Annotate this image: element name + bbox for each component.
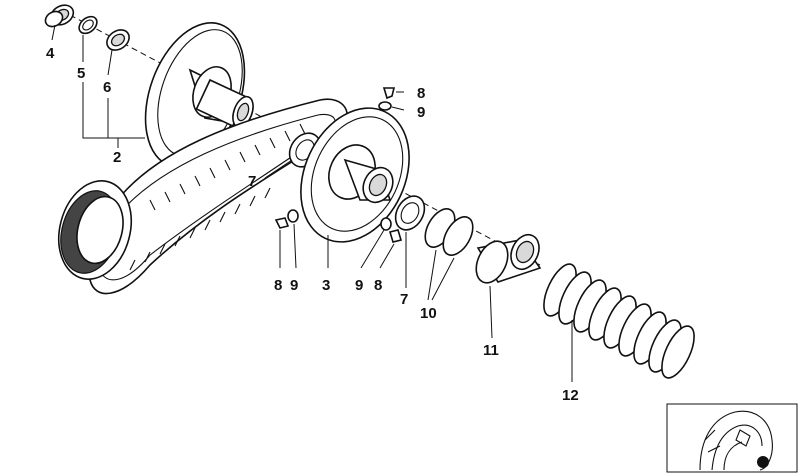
part-8-pin-upper	[382, 87, 396, 100]
callout-9-upper: 9	[417, 104, 425, 121]
callout-5: 5	[77, 65, 85, 82]
location-marker-icon	[757, 456, 769, 468]
callout-10: 10	[420, 305, 437, 322]
part-11-sleeve	[475, 233, 542, 284]
callout-7-upper: 7	[248, 173, 256, 190]
part-8-pin-lower	[388, 229, 403, 243]
locator-inset	[666, 403, 798, 473]
callout-12: 12	[562, 387, 579, 404]
part-6-bearing	[106, 29, 130, 51]
callout-8-lower: 8	[374, 277, 382, 294]
part-12-spring	[543, 263, 695, 379]
callout-7-lower: 7	[400, 291, 408, 308]
callout-4: 4	[46, 45, 55, 62]
callout-9-lower: 9	[355, 277, 363, 294]
callout-3: 3	[322, 277, 330, 294]
part-10-rings	[424, 208, 474, 256]
callout-6: 6	[103, 79, 111, 96]
callout-8-left: 8	[274, 277, 282, 294]
callout-11: 11	[483, 342, 499, 359]
callout-2: 2	[113, 149, 121, 166]
part-9-washer-left	[287, 209, 299, 223]
rear-pulley	[58, 180, 132, 280]
part-3-movable-pulley	[300, 107, 410, 243]
leader-lines	[51, 24, 573, 382]
callout-8-upper: 8	[417, 85, 425, 102]
part-9-washer-lower	[380, 217, 392, 231]
part-9-washer-upper	[378, 101, 392, 111]
part-4-bushing	[44, 4, 75, 28]
part-8-pin-left	[274, 217, 290, 229]
part-7-seal-lower	[394, 195, 426, 231]
callout-9-left: 9	[290, 277, 298, 294]
part-5-ring	[78, 15, 98, 35]
